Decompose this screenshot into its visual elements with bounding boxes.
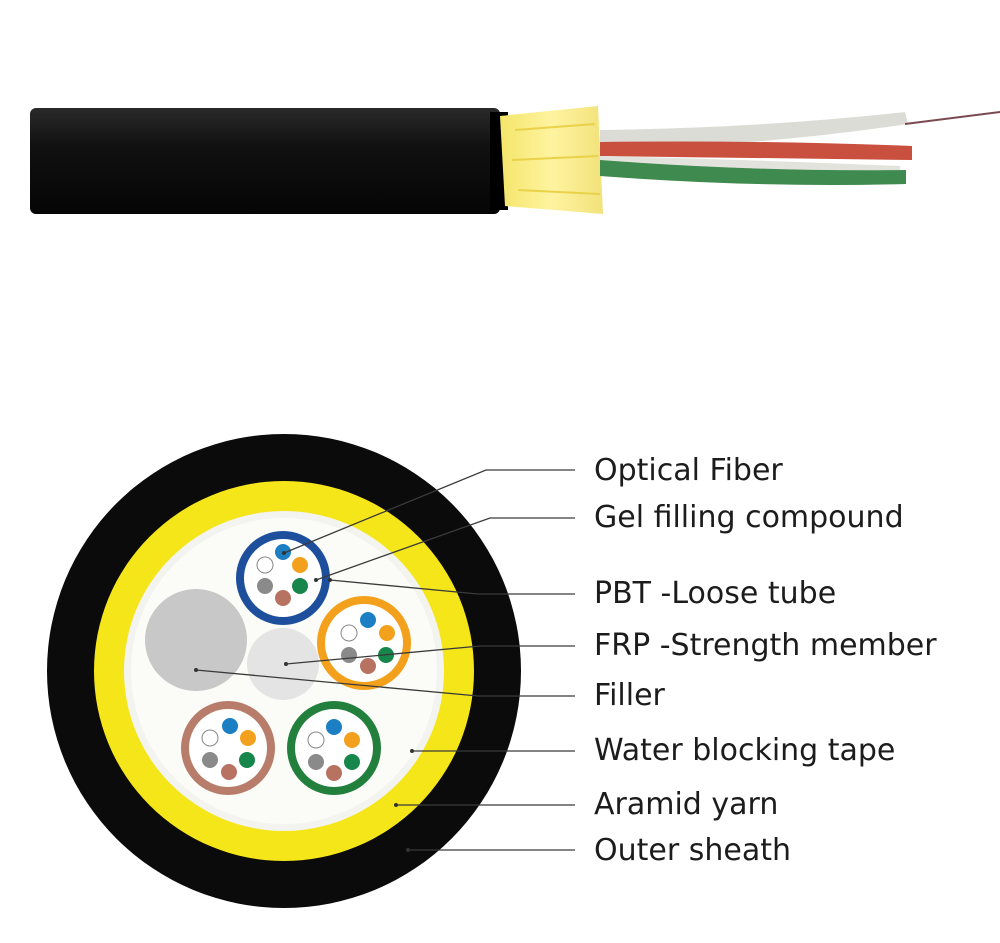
label-frp-strength-member: FRP -Strength member — [594, 628, 937, 663]
tube-green-strand — [600, 160, 906, 185]
leader-optical-fiber — [283, 469, 575, 554]
loose-tube-blue — [236, 531, 330, 625]
filler-rod — [145, 589, 247, 691]
loose-tube-brown — [181, 701, 275, 795]
label-aramid-yarn: Aramid yarn — [594, 787, 779, 822]
frp-strength-member — [247, 628, 319, 700]
tube-orange-strand — [600, 141, 912, 160]
leader-gel-filling — [315, 517, 575, 581]
leader-dots — [194, 551, 414, 852]
label-optical-fiber: Optical Fiber — [594, 453, 783, 488]
leader-pbt-tube — [329, 579, 575, 595]
leader-frp-member — [285, 645, 575, 665]
cable-outer-sheath — [30, 108, 500, 214]
cable-side-view — [30, 106, 1000, 214]
fiber-strand — [904, 111, 1000, 125]
cable-aramid-yarn — [500, 106, 603, 214]
label-pbt-loose-tube: PBT -Loose tube — [594, 576, 837, 611]
loose-tube-green — [287, 701, 381, 795]
loose-tube-orange — [317, 596, 411, 690]
label-outer-sheath: Outer sheath — [594, 833, 791, 868]
leader-lines — [195, 469, 575, 851]
label-filler: Filler — [594, 678, 665, 713]
cable-cross-section — [47, 434, 521, 908]
leader-filler — [195, 669, 575, 697]
label-water-blocking-tape: Water blocking tape — [594, 733, 896, 768]
tube-white-strand — [600, 112, 908, 150]
label-gel-filling-compound: Gel filling compound — [594, 500, 904, 535]
